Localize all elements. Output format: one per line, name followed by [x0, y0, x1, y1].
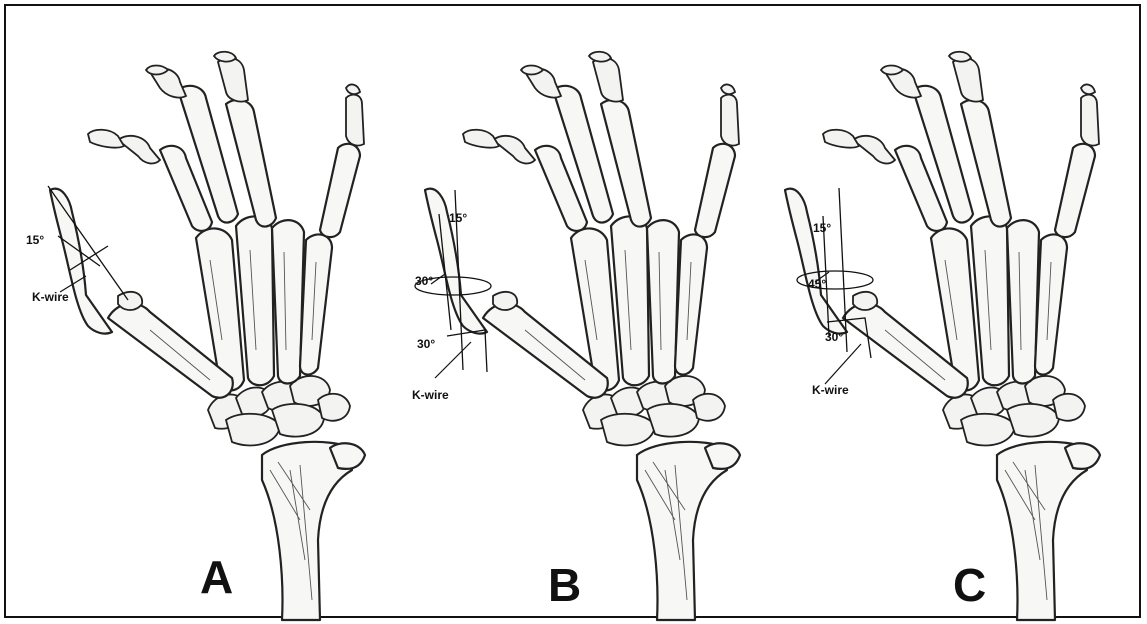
panel-a-letter: A — [200, 551, 233, 603]
panel-c-angle-2: 45° — [808, 277, 826, 291]
panel-c-letter: C — [953, 559, 986, 611]
panel-a — [48, 52, 365, 620]
panel-b-angle-3: 30° — [417, 337, 435, 351]
panel-b-wire-label: K-wire — [412, 388, 449, 402]
panel-b — [415, 52, 740, 620]
panel-c-angle-1: 15° — [813, 221, 831, 235]
panel-c-angle-3: 30° — [825, 330, 843, 344]
panel-a-angle-1: 15° — [26, 233, 44, 247]
panel-b-letter: B — [548, 559, 581, 611]
panel-c-wire-label: K-wire — [812, 383, 849, 397]
panel-b-angle-1: 15° — [449, 211, 467, 225]
panel-b-angle-2: 30° — [415, 274, 433, 288]
panel-a-wire-label: K-wire — [32, 290, 69, 304]
